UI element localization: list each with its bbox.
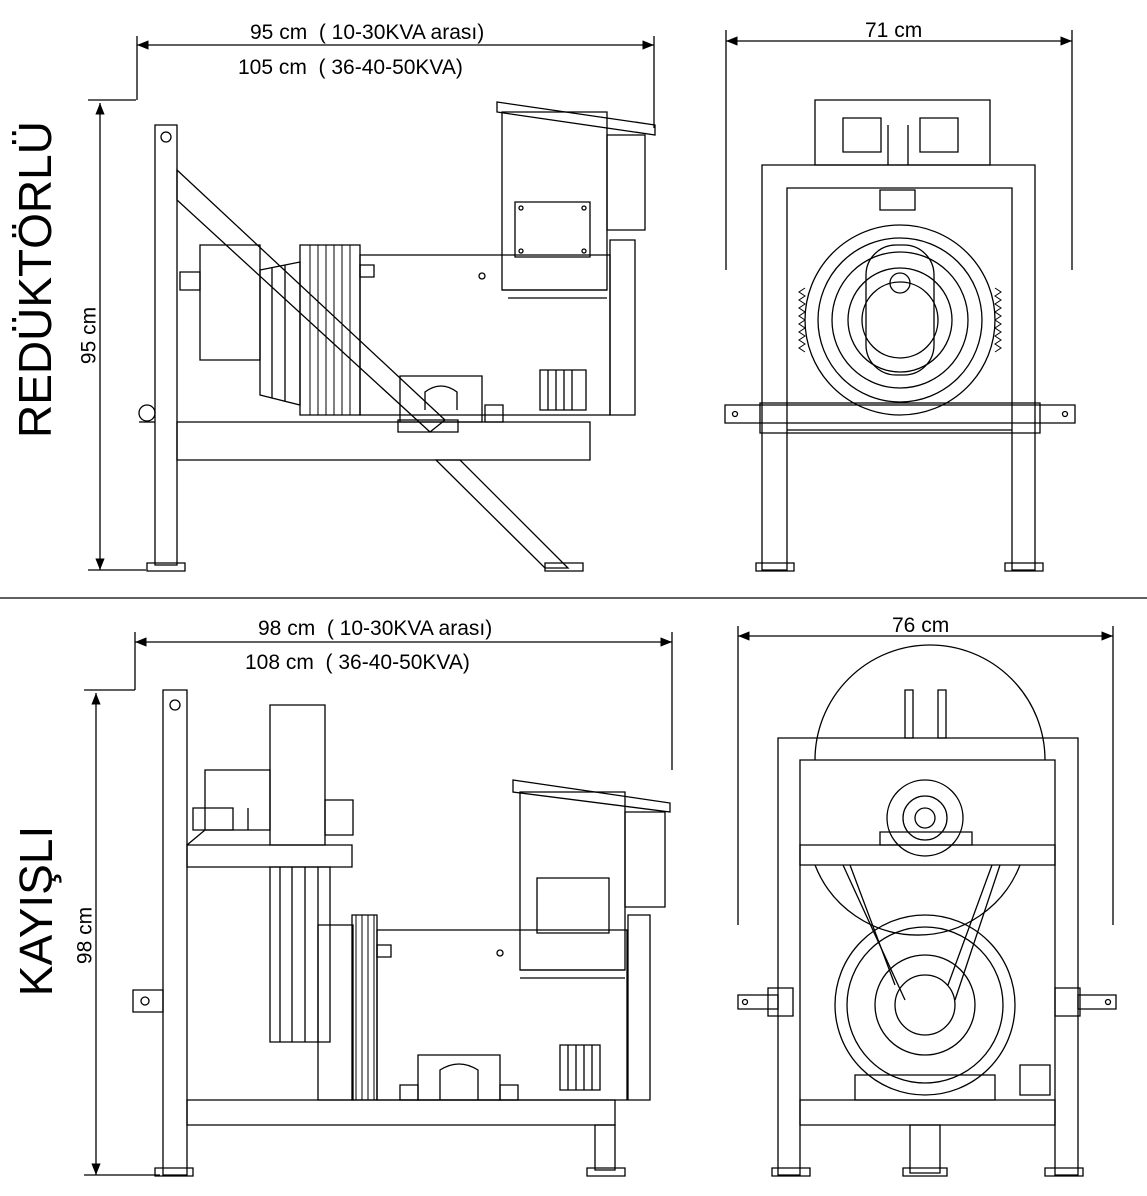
bottom-side-title: KAYIŞLI [10, 825, 62, 997]
top-side-title: REDÜKTÖRLÜ [9, 121, 61, 438]
top-front-view [725, 30, 1075, 571]
top-front-width-label: 71 cm [865, 19, 923, 42]
bottom-side-view [84, 632, 672, 1176]
bottom-width-label-2: 108 cm ( 36-40-50KVA) [245, 651, 470, 674]
bottom-front-width-label: 76 cm [892, 614, 950, 637]
top-height-label: 95 cm [77, 306, 101, 365]
bottom-width-label-1: 98 cm ( 10-30KVA arası) [258, 617, 493, 640]
bottom-height-label: 98 cm [73, 906, 97, 965]
top-width-label-2: 105 cm ( 36-40-50KVA) [238, 56, 463, 79]
bottom-front-view [738, 626, 1116, 1176]
top-width-label-1: 95 cm ( 10-30KVA arası) [250, 21, 485, 44]
top-side-view [88, 36, 655, 571]
